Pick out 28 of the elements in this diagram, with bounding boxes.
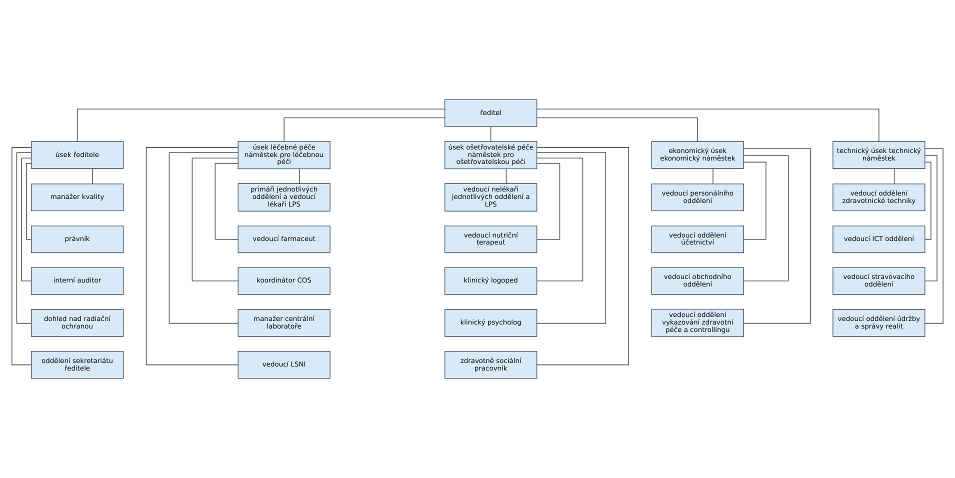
connector bbox=[924, 155, 938, 282]
connector bbox=[743, 162, 766, 240]
connector bbox=[299, 168, 300, 184]
connector bbox=[894, 168, 895, 184]
connector bbox=[490, 126, 492, 142]
connector bbox=[536, 147, 630, 366]
connector bbox=[214, 163, 238, 240]
connector bbox=[16, 152, 32, 324]
connector bbox=[21, 158, 32, 282]
connector bbox=[146, 147, 238, 366]
connector bbox=[712, 168, 714, 184]
connector bbox=[924, 162, 932, 240]
connector bbox=[536, 152, 606, 324]
connector bbox=[26, 163, 32, 240]
connector bbox=[536, 158, 584, 282]
connector bbox=[76, 108, 446, 142]
connector bbox=[924, 148, 944, 324]
connector bbox=[744, 148, 811, 324]
connector bbox=[168, 152, 238, 324]
connector bbox=[192, 158, 238, 282]
connector bbox=[536, 117, 698, 142]
connector bbox=[743, 155, 789, 282]
connector bbox=[506, 168, 507, 184]
connector bbox=[284, 117, 446, 142]
connector bbox=[536, 108, 880, 142]
connector bbox=[12, 147, 32, 366]
connector bbox=[92, 168, 93, 184]
connector bbox=[536, 163, 560, 240]
